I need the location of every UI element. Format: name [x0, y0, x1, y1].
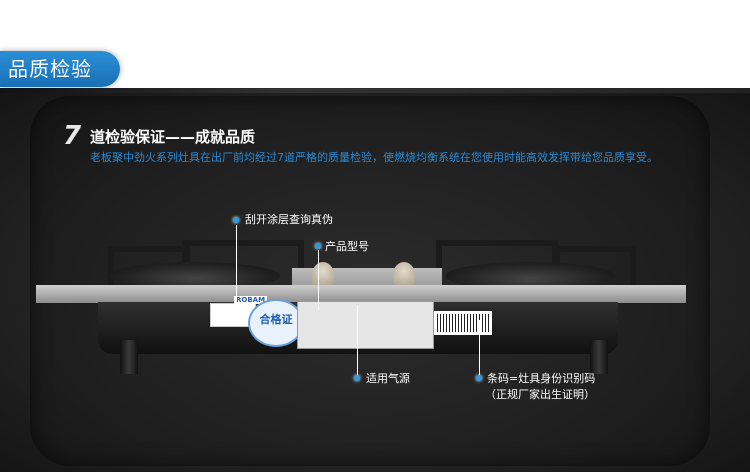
right-knob: [393, 262, 415, 288]
cooktop-panel: [36, 285, 686, 303]
callout-gas-type: 适用气源: [366, 372, 410, 385]
right-leg: [590, 340, 608, 374]
certificate-seal: 合格证: [248, 299, 304, 347]
callout-scratch-coating: 刮开涂层查询真伪: [245, 213, 333, 226]
callout-line-coating: [236, 225, 237, 310]
callout-line-gas: [357, 305, 358, 377]
callout-line-model: [318, 250, 319, 310]
left-knob: [312, 262, 334, 288]
callout-dot-model: [315, 243, 321, 249]
section-description: 老板聚中劲火系列灶具在出厂前均经过7道严格的质量检验，使燃烧均衡系统在您使用时能…: [90, 151, 658, 164]
callout-line-barcode: [479, 320, 480, 377]
callout-barcode: 条码=灶具身份识别码: [487, 372, 596, 385]
left-leg: [120, 340, 138, 374]
section-title: 道检验保证——成就品质: [90, 128, 256, 146]
header-divider: [0, 88, 750, 93]
model-nameplate: [297, 301, 434, 349]
certificate-seal-text: 合格证: [259, 313, 293, 326]
callout-dot-barcode: [476, 375, 482, 381]
callout-dot-gas: [354, 375, 360, 381]
section-header-title: 品质检验: [8, 57, 92, 81]
callout-barcode-note: （正规厂家出生证明）: [485, 388, 595, 401]
step-number: 7: [63, 121, 82, 151]
section-header-tab: 品质检验: [0, 51, 120, 87]
barcode-label: [434, 311, 492, 335]
callout-dot-coating: [233, 217, 239, 223]
brand-logo: ROBAM: [234, 296, 268, 304]
callout-model: 产品型号: [325, 240, 369, 253]
